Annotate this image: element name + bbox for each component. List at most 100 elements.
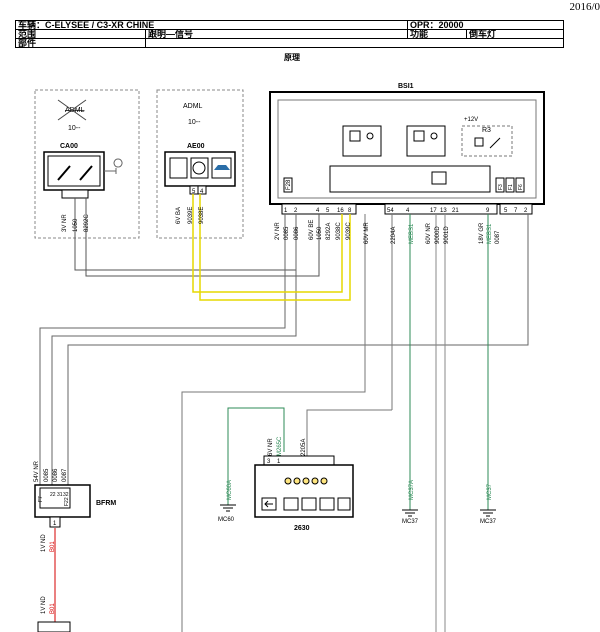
ae00-pin-5-label: 5 <box>192 189 196 195</box>
ground-mc60-icon <box>220 504 236 512</box>
bsi-pin-2: 2 <box>294 208 298 214</box>
car-icon <box>214 165 230 170</box>
ae00-wire-6vba: 6V BA <box>176 207 182 224</box>
wire-9039c <box>192 194 343 293</box>
bsi-chip-c <box>431 171 447 185</box>
ae00-cell-c <box>211 157 232 179</box>
bsi-wire-mebs1-b: MEBS1 <box>487 223 493 244</box>
reverse-icon-cell <box>301 497 317 511</box>
bsi-chip-b <box>413 130 425 142</box>
bsi-relay-a <box>366 132 374 140</box>
wire-0086 <box>51 214 297 500</box>
adml-right-code: 10-- <box>188 119 201 126</box>
bsi-wire-2204a: 2204A <box>391 227 397 244</box>
bottom-connector <box>37 621 71 632</box>
bsi-module-a <box>342 125 382 157</box>
adml-left-cross-b <box>57 99 87 121</box>
f1-label: F1 <box>508 184 514 190</box>
mc37b-label: MC37 <box>487 483 493 500</box>
ae00-label: AE00 <box>187 143 205 150</box>
fuse-f3 <box>495 177 505 193</box>
bfrm-pin-f7: F7 <box>38 496 44 502</box>
bfrm-wire-0085: 0085 <box>44 468 50 482</box>
year-label: 2016/0 <box>569 1 600 13</box>
lamp-icon-1 <box>284 477 292 485</box>
bsi-module-b <box>406 125 446 157</box>
bfrm-wire-0087: 0087 <box>62 468 68 482</box>
ca00-inner <box>47 155 101 187</box>
adml-left-code: 10-- <box>68 125 81 132</box>
ca00-switch-a <box>57 165 71 181</box>
bfrm-out-b01: B01 <box>50 541 56 552</box>
adml-left-box <box>34 89 140 239</box>
ae00-cell-b <box>190 157 209 179</box>
bfrm-pin-block <box>39 487 71 509</box>
principle-caption: 原理 <box>284 53 300 62</box>
f3-label: F3 <box>498 184 504 190</box>
c2630-pin-3: 3 <box>267 459 271 465</box>
r3-label: R3 <box>482 127 491 134</box>
c2630-connector <box>263 455 335 466</box>
lamp-icon-5 <box>320 477 328 485</box>
bsi-chip-a <box>349 130 361 142</box>
bsi-pin-1: 1 <box>284 208 288 214</box>
mc37-right-label: MC37 <box>480 519 497 525</box>
bsi-pin-13: 13 <box>440 208 447 214</box>
c2630-wire-m265c: M265C <box>277 436 283 456</box>
mc37-left-label: MC37 <box>402 519 419 525</box>
bsi-wire-0085: 0085 <box>284 226 290 240</box>
key-icon <box>104 158 123 174</box>
bsi-wire-mebs1-a: MEBS1 <box>409 223 415 244</box>
fuse-f6 <box>515 177 525 193</box>
bsi-wire-8292a: 8292A <box>326 223 332 240</box>
bfrm-out-pin-label: 1 <box>53 521 57 527</box>
bsi-pin-17: 17 <box>430 208 437 214</box>
bfrm-out-pin <box>49 516 61 528</box>
beam-icon-cell <box>337 497 351 511</box>
lamp-icon-4 <box>311 477 319 485</box>
bsi-right-connector <box>499 203 533 215</box>
bsi-wire-60vmr: 60V MR <box>364 222 370 244</box>
fuse-f28 <box>283 177 293 193</box>
bsi-pin-r7: 7 <box>514 208 518 214</box>
bsi-wire-0086: 0086 <box>294 226 300 240</box>
plus12v-label: +12V <box>464 117 478 123</box>
wire-m265c <box>227 407 285 505</box>
lamp-icon-3 <box>302 477 310 485</box>
bsi-relay-b <box>430 132 438 140</box>
bsi-pin-r2: 2 <box>524 208 528 214</box>
wire-1050 <box>74 198 297 271</box>
relay-r3-box <box>461 125 513 157</box>
wire-9038c <box>199 194 351 301</box>
bfrm-label: BFRM <box>96 500 116 507</box>
mc37a-label: MC37A <box>409 480 415 500</box>
ae00-pin-4 <box>197 185 207 195</box>
ae00-wire-9038e: 9038E <box>199 207 205 224</box>
bsi-wire-0087: 0087 <box>495 230 501 244</box>
ca00-wire-1050: 1050 <box>73 218 79 232</box>
ca00-component <box>43 151 105 191</box>
bottom-out-1vnd: 1V ND <box>41 596 47 614</box>
bsi-pin-4b: 4 <box>406 208 410 214</box>
c2630-wire-6vnr: 6V NR <box>268 438 274 456</box>
bsi-pin-21: 21 <box>452 208 459 214</box>
c2630-wire-2205a: 2205A <box>301 439 307 456</box>
lamp-icon-2 <box>293 477 301 485</box>
bsi-inner <box>277 99 537 199</box>
ground-mc37-right-icon <box>480 509 496 517</box>
arrow-left-icon <box>264 500 273 508</box>
wire-0087 <box>67 214 529 500</box>
bsi-pin-5: 5 <box>326 208 330 214</box>
bfrm-pin-f22: F22 <box>64 497 70 506</box>
wire-0085 <box>39 214 286 500</box>
ca00-wire-8292c: 8292C <box>84 214 90 232</box>
mc60-label: MC60 <box>218 517 235 523</box>
bsi-pin-54: 54 <box>387 208 394 214</box>
wire-60v-mr <box>181 214 366 632</box>
bsi-wire-60vnr: 60V NR <box>426 222 432 244</box>
bfrm-wire-0086: 0086 <box>53 468 59 482</box>
r3-coil <box>474 137 484 147</box>
c2630-label: 2630 <box>294 525 310 532</box>
bsi-wire-9039c: 9039C <box>346 222 352 240</box>
